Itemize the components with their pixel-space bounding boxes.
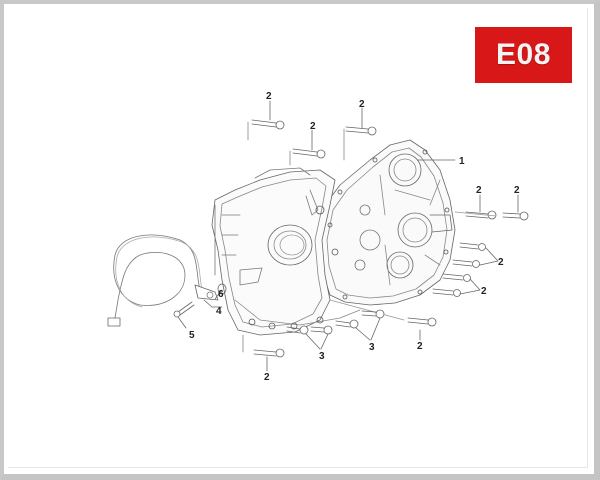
- crankcase-cover-part-1[interactable]: [319, 139, 456, 306]
- sensor-cable-part-4[interactable]: [107, 234, 219, 327]
- callout-part-5: 5: [189, 330, 195, 341]
- callout-part-2: 2: [481, 286, 487, 297]
- bolts-part-2[interactable]: [242, 100, 529, 372]
- callout-part-2: 2: [266, 91, 272, 102]
- crankcase-left-half[interactable]: [211, 167, 361, 336]
- callout-part-2: 2: [310, 121, 316, 132]
- callout-part-2: 2: [514, 185, 520, 196]
- callout-part-2: 2: [264, 372, 270, 383]
- screw-part-5[interactable]: [173, 301, 195, 318]
- callout-part-6: 6: [218, 289, 224, 300]
- callout-part-2: 2: [417, 341, 423, 352]
- callout-part-2: 2: [359, 99, 365, 110]
- callout-part-3: 3: [319, 351, 325, 362]
- callout-part-3: 3: [369, 342, 375, 353]
- callout-part-2: 2: [476, 185, 482, 196]
- bolts-part-3[interactable]: [286, 309, 385, 350]
- o-ring-part-6[interactable]: [217, 283, 227, 295]
- leader-lines-parts-4-5-6: [177, 289, 223, 329]
- callout-part-4: 4: [216, 306, 222, 317]
- frame-inner-edge: [8, 8, 588, 468]
- section-code-badge: E08: [475, 27, 572, 83]
- callout-part-2: 2: [498, 257, 504, 268]
- callout-part-1: 1: [459, 156, 465, 167]
